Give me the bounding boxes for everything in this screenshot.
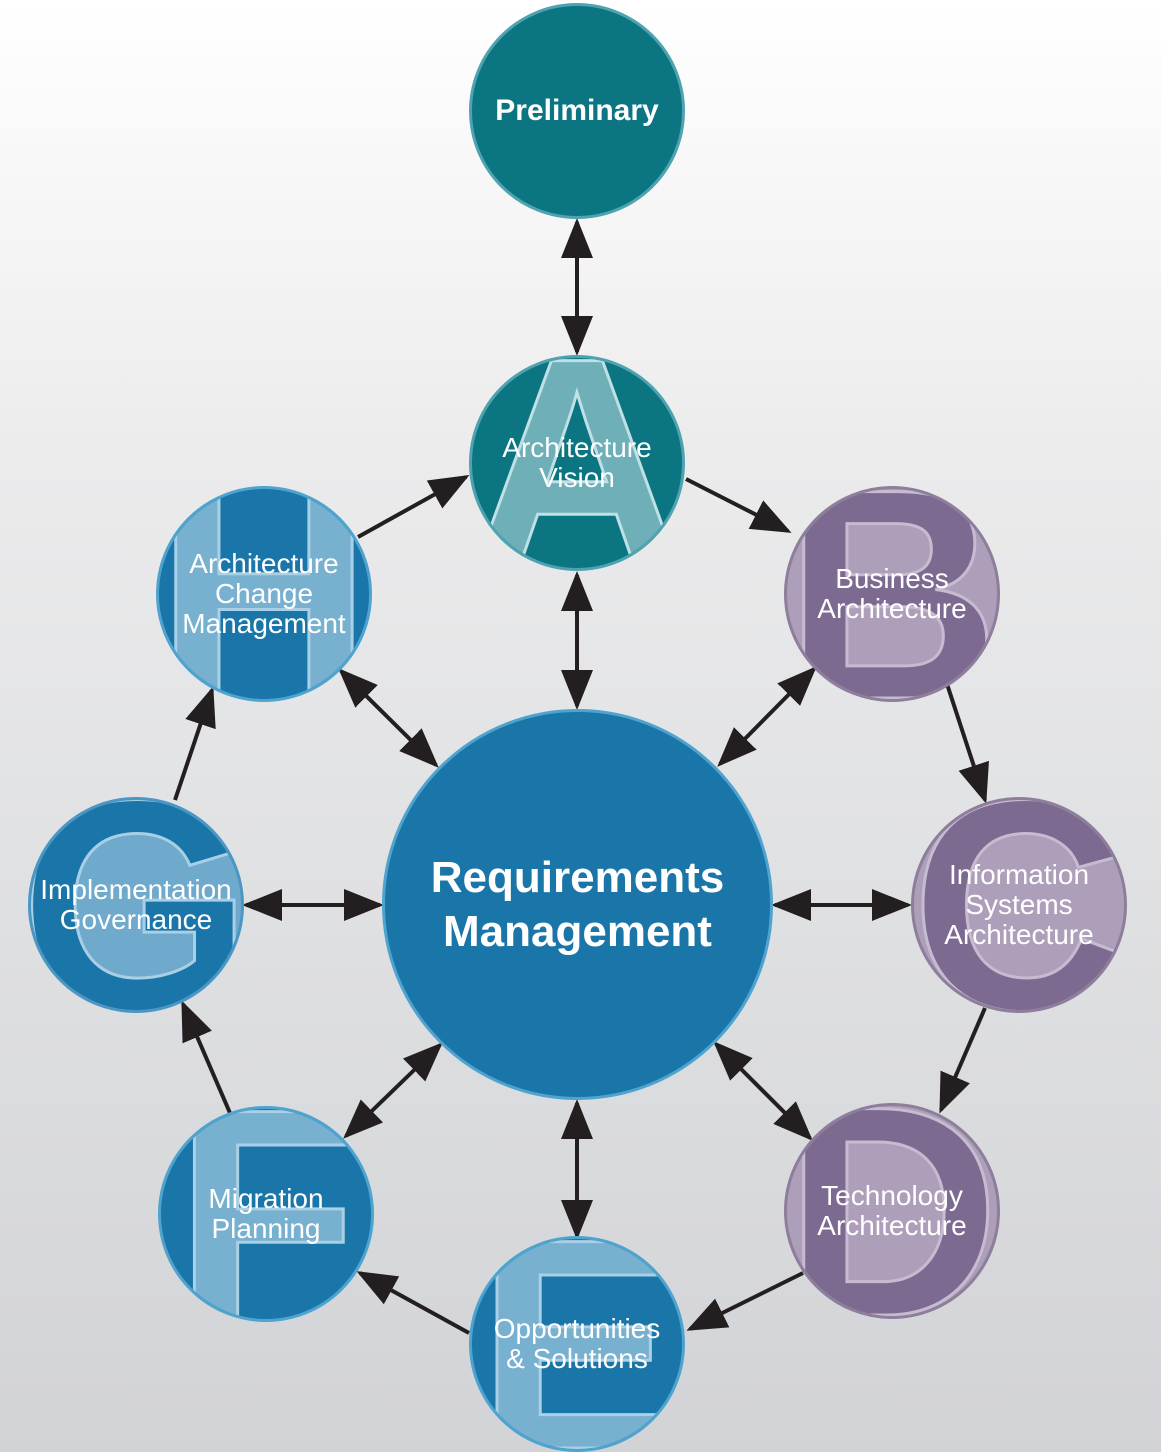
arrow-migration-governance: [181, 1000, 232, 1114]
node-implementation-governance[interactable]: G Implementation Governance: [28, 797, 244, 1013]
arrow-business-information: [945, 683, 989, 804]
node-architecture-change-management-label: Architecture Change Management: [182, 548, 346, 639]
arrow-migration-requirements: [343, 1042, 443, 1139]
node-opportunities-solutions[interactable]: E Opportunities & Solutions: [469, 1236, 685, 1452]
node-preliminary-label: Preliminary: [495, 94, 659, 127]
node-migration-planning[interactable]: F Migration Planning: [158, 1106, 374, 1322]
arrow-opportunities-migration: [356, 1271, 470, 1335]
node-business-architecture-label: Business Architecture: [817, 563, 967, 624]
arrow-technology-opportunities: [686, 1271, 804, 1331]
node-preliminary[interactable]: Preliminary: [469, 3, 685, 219]
node-business-architecture[interactable]: B Business Architecture: [784, 486, 1000, 702]
arrow-information-technology: [939, 1007, 987, 1114]
node-architecture-change-management[interactable]: H Architecture Change Management: [156, 486, 372, 702]
arrow-change-requirements: [338, 668, 439, 768]
node-requirements-management[interactable]: Requirements Management: [382, 709, 773, 1100]
node-implementation-governance-label: Implementation Governance: [40, 874, 232, 935]
arrow-governance-change: [173, 686, 216, 801]
node-migration-planning-label: Migration Planning: [208, 1183, 324, 1244]
node-technology-architecture[interactable]: D Technology Architecture: [784, 1103, 1000, 1319]
node-information-systems-architecture[interactable]: C Information Systems Architecture: [911, 797, 1127, 1013]
node-opportunities-solutions-label: Opportunities & Solutions: [493, 1313, 661, 1374]
arrow-vision-business: [685, 477, 792, 533]
arrow-technology-requirements: [713, 1041, 813, 1141]
node-requirements-management-label: Requirements Management: [430, 852, 725, 956]
node-architecture-vision-label: Architecture Vision: [502, 432, 652, 493]
arrow-business-requirements: [717, 666, 817, 767]
arrow-change-vision: [357, 475, 470, 539]
node-architecture-vision[interactable]: A Architecture Vision: [469, 355, 685, 571]
node-technology-architecture-label: Technology Architecture: [817, 1180, 967, 1241]
node-information-systems-label: Information Systems Architecture: [944, 859, 1094, 950]
